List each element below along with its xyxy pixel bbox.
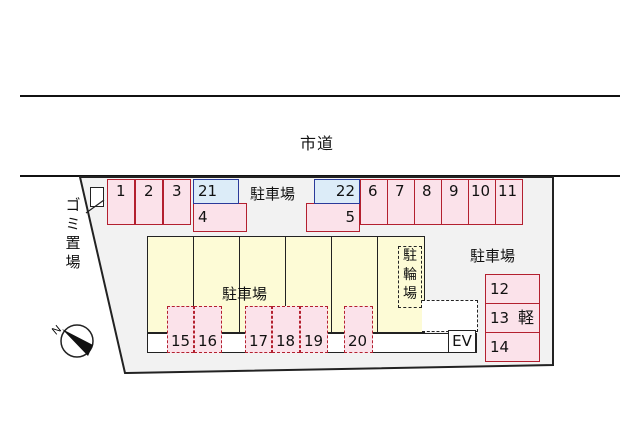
slot-number: 2 [144, 182, 154, 200]
garbage-char: ゴ [65, 196, 81, 214]
slot-number: 3 [172, 182, 182, 200]
bicycle-char: 輪 [403, 267, 417, 283]
garbage-char: ミ [65, 215, 81, 233]
parking-slot-16[interactable]: 16 [194, 306, 222, 353]
slot-number: 21 [198, 182, 218, 200]
slot-number: 15 [171, 332, 191, 350]
slot-number: 4 [198, 208, 208, 226]
parking-slot-22[interactable]: 22 [314, 179, 360, 204]
slot-number: 22 [335, 182, 355, 200]
slot-number: 18 [276, 332, 296, 350]
slot-number: 6 [368, 182, 378, 200]
parking-slot-11[interactable]: 11 [495, 179, 523, 225]
bicycle-parking-label: 駐 輪 場 [400, 247, 420, 304]
slot-number: 8 [422, 182, 432, 200]
slot-number: 12 [490, 280, 510, 298]
parking-label-center: 駐車場 [222, 285, 268, 303]
slot-number: 17 [249, 332, 269, 350]
parking-slot-9[interactable]: 9 [441, 179, 469, 225]
parking-slot-12[interactable]: 12 [485, 274, 540, 304]
road-label: 市道 [300, 134, 335, 153]
slot-number: 11 [498, 182, 518, 200]
garbage-char: 置 [65, 234, 81, 252]
slot-number: 5 [345, 208, 355, 226]
slot-number: 7 [395, 182, 405, 200]
parking-slot-3[interactable]: 3 [163, 179, 191, 225]
slot-number: 16 [198, 332, 218, 350]
parking-slot-15[interactable]: 15 [167, 306, 194, 353]
parking-slot-1[interactable]: 1 [107, 179, 135, 225]
bicycle-parking-extension [422, 300, 478, 332]
parking-slot-10[interactable]: 10 [468, 179, 496, 225]
parking-label-right: 駐車場 [470, 247, 516, 265]
parking-slot-18[interactable]: 18 [272, 306, 300, 353]
slot-number: 10 [471, 182, 491, 200]
slot-number: 1 [116, 182, 126, 200]
ev-label: EV [452, 332, 472, 350]
kei-car-label: 軽 [518, 308, 535, 327]
parking-slot-2[interactable]: 2 [135, 179, 163, 225]
road-top-edge [20, 95, 620, 97]
garbage-char: 場 [65, 253, 81, 271]
parking-slot-14[interactable]: 14 [485, 332, 540, 362]
parking-slot-5[interactable]: 5 [306, 203, 360, 232]
slot-number: 19 [304, 332, 324, 350]
parking-slot-17[interactable]: 17 [245, 306, 272, 353]
parking-slot-6[interactable]: 6 [360, 179, 388, 225]
slot-number: 9 [449, 182, 459, 200]
bicycle-char: 駐 [403, 248, 417, 264]
parking-slot-20[interactable]: 20 [344, 306, 373, 353]
parking-slot-4[interactable]: 4 [193, 203, 247, 232]
parking-slot-21[interactable]: 21 [193, 179, 239, 204]
slot-number: 13 [490, 309, 510, 327]
ev-charger-box[interactable]: EV [448, 330, 476, 353]
parking-slot-7[interactable]: 7 [387, 179, 415, 225]
parking-slot-19[interactable]: 19 [300, 306, 328, 353]
parking-label-top: 駐車場 [250, 185, 296, 203]
slot-number: 20 [348, 332, 368, 350]
parking-slot-13[interactable]: 13 軽 [485, 303, 540, 333]
garbage-area-label: ゴ ミ 置 場 [64, 196, 82, 272]
bicycle-parking-area [398, 246, 422, 308]
parking-slot-8[interactable]: 8 [414, 179, 442, 225]
bicycle-char: 場 [403, 286, 417, 302]
slot-number: 14 [490, 338, 510, 356]
